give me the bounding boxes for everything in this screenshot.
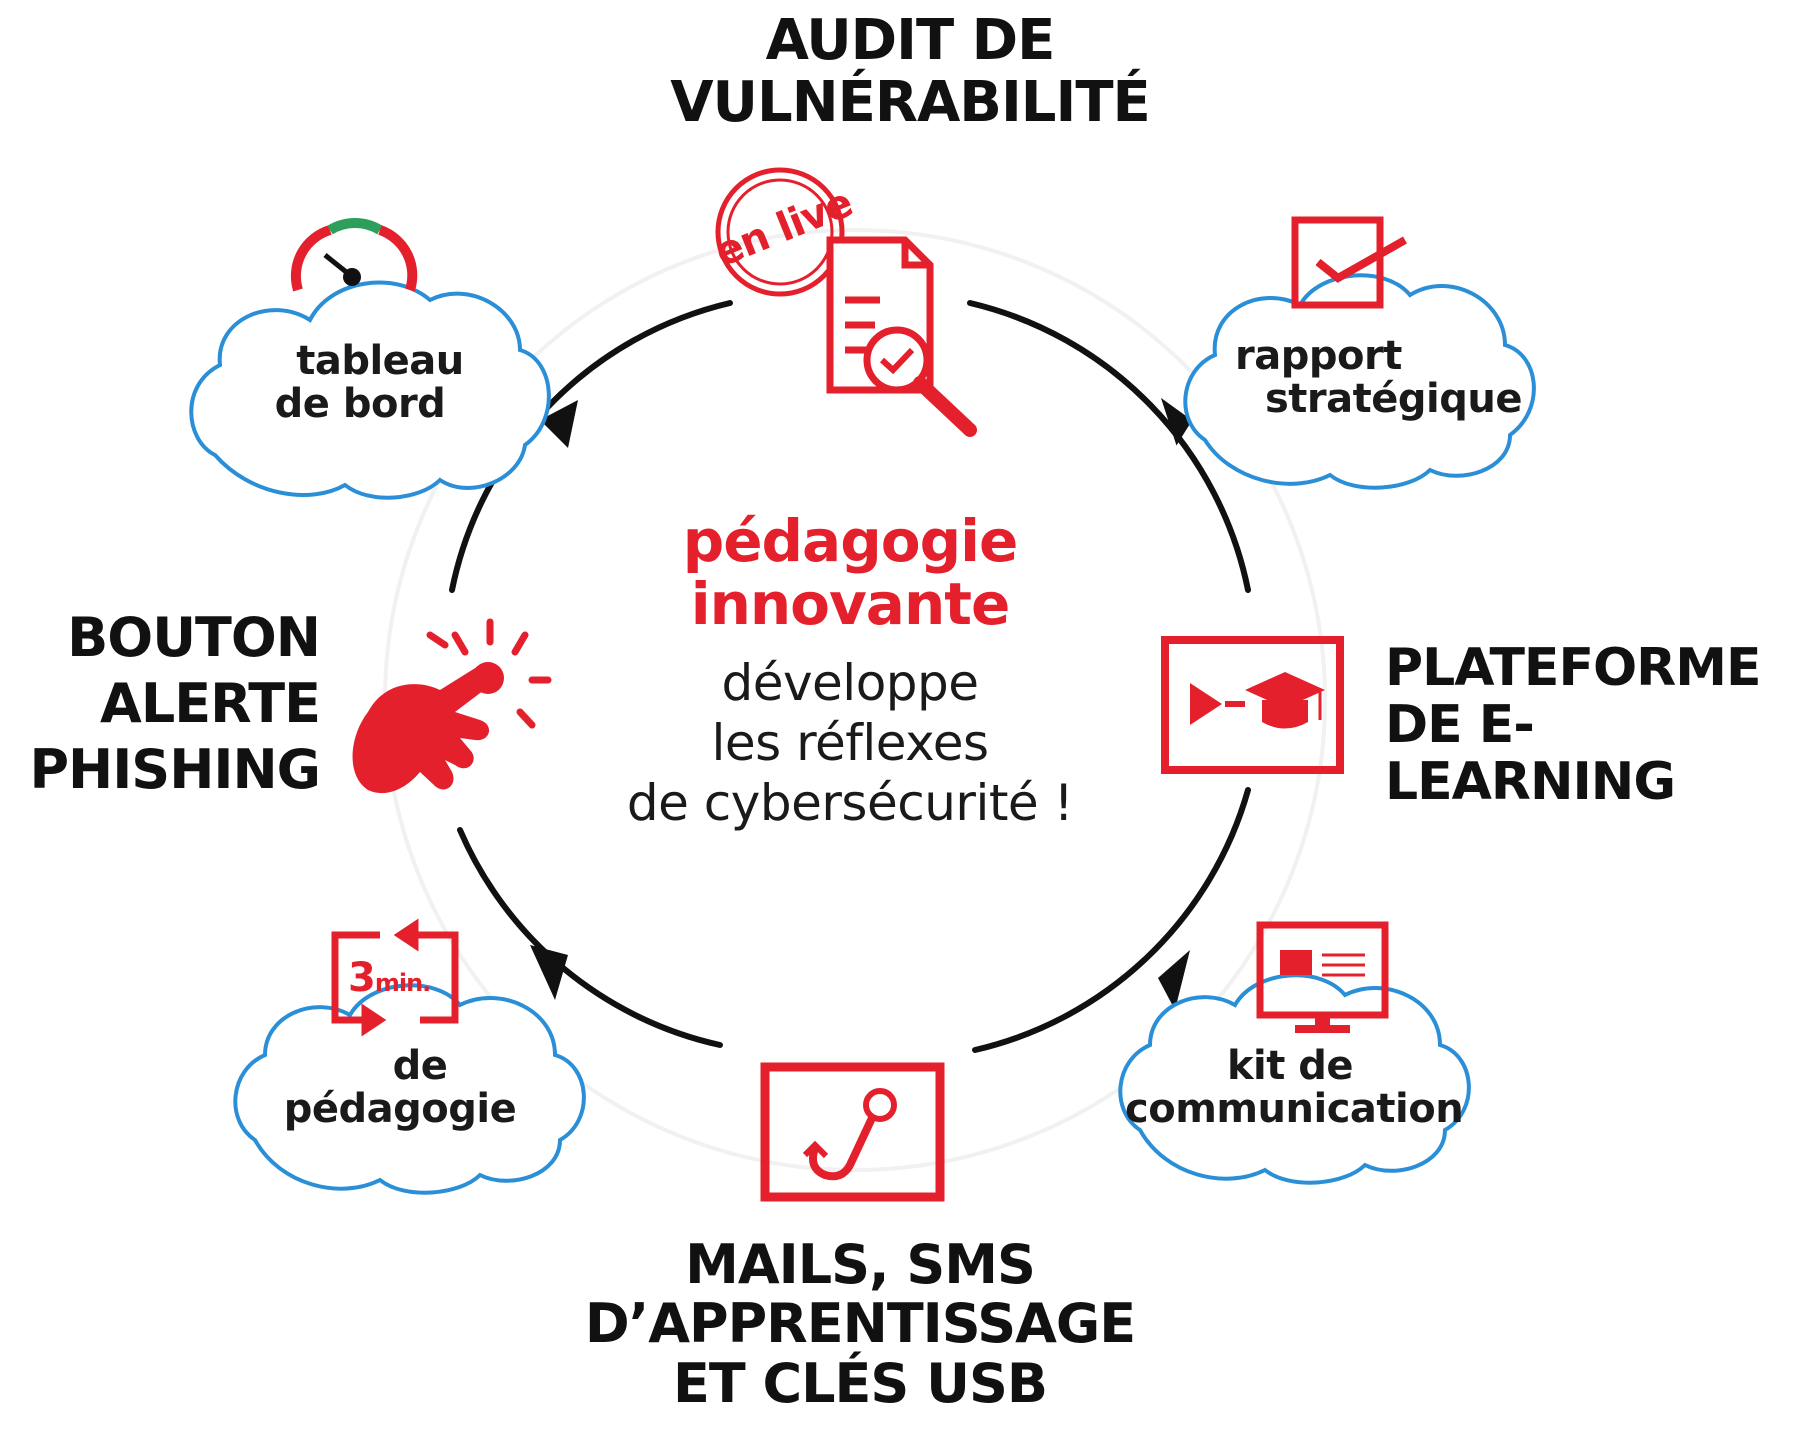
- mails-label-line1: MAILS, SMS: [685, 1233, 1036, 1296]
- elearning-label-line2: DE E-LEARNING: [1385, 695, 1676, 813]
- cloud-pedagogy-line1: de: [392, 1043, 448, 1089]
- checkbox-icon: [1291, 216, 1407, 309]
- arrow-bottom-right: [1158, 950, 1190, 1010]
- click-hand-icon: [352, 618, 552, 794]
- cloud-top-left: [189, 280, 551, 500]
- cloud-pedagogy-line2: pédagogie: [283, 1086, 517, 1133]
- center-message: pédagogie innovante développe les réflex…: [560, 510, 1140, 833]
- center-sub-line1: développe: [721, 654, 979, 713]
- center-title-line2: innovante: [690, 569, 1011, 638]
- cloud-kit-line2: communication: [1125, 1086, 1464, 1133]
- timer-number: 3: [348, 955, 376, 1001]
- cloud-pedagogy-text: de pédagogie: [270, 1043, 530, 1133]
- phishing-label-line2: ALERTE: [100, 671, 321, 735]
- cloud-bottom-right: [1118, 973, 1471, 1185]
- timer-badge-text: 3min.: [348, 955, 431, 1001]
- arrow-top-left: [540, 400, 578, 448]
- elearning-label: PLATEFORME DE E-LEARNING: [1385, 638, 1814, 813]
- cloud-kit-text: kit de communication: [1125, 1043, 1464, 1133]
- arrow-top-right: [1160, 397, 1193, 446]
- cloud-top-right: [1183, 273, 1536, 490]
- arc-bottom-right: [972, 787, 1251, 1053]
- phishing-label-line3: PHISHING: [29, 737, 321, 801]
- cloud-report-line1: rapport: [1235, 333, 1402, 379]
- gauge-icon: [290, 217, 418, 292]
- phishing-button-label: BOUTON ALERTE PHISHING: [20, 605, 321, 803]
- phishing-label-line1: BOUTON: [67, 606, 321, 669]
- timer-icon: [331, 918, 459, 1037]
- mails-label-line2: D’APPRENTISSAGE: [584, 1292, 1136, 1356]
- cloud-dashboard-line2: de bord: [274, 381, 446, 428]
- clouds: [189, 273, 1536, 1195]
- mails-label: MAILS, SMS D’APPRENTISSAGE ET CLÉS USB: [560, 1233, 1160, 1415]
- monitor-icon: [1256, 921, 1389, 1033]
- center-sub-line2: les réflexes: [711, 714, 989, 773]
- cloud-kit-line1: kit de: [1226, 1043, 1354, 1089]
- cloud-report-line2: stratégique: [1265, 376, 1522, 423]
- cloud-dashboard-text: tableau de bord: [245, 338, 475, 428]
- arc-top-right: [967, 300, 1251, 593]
- audit-label: AUDIT DE VULNÉRABILITÉ: [600, 10, 1220, 133]
- phishing-hook-icon: [760, 1062, 945, 1202]
- arrow-bottom-left: [530, 945, 568, 1000]
- elearning-label-line1: PLATEFORME: [1385, 638, 1761, 698]
- cloud-report-text: rapport stratégique: [1225, 333, 1522, 423]
- elearning-screen-icon: [1161, 636, 1344, 774]
- cloud-dashboard-line1: tableau: [296, 338, 464, 384]
- document-search-icon: [715, 167, 977, 437]
- audit-label-line1: AUDIT DE: [765, 8, 1056, 73]
- audit-label-line2: VULNÉRABILITÉ: [670, 69, 1151, 135]
- center-sub-line3: de cybersécurité !: [626, 774, 1074, 833]
- center-title-line1: pédagogie: [682, 507, 1019, 575]
- arc-bottom-left: [457, 827, 723, 1048]
- timer-unit: min.: [374, 969, 431, 997]
- cloud-bottom-left: [233, 983, 586, 1195]
- mails-label-line3: ET CLÉS USB: [672, 1351, 1048, 1415]
